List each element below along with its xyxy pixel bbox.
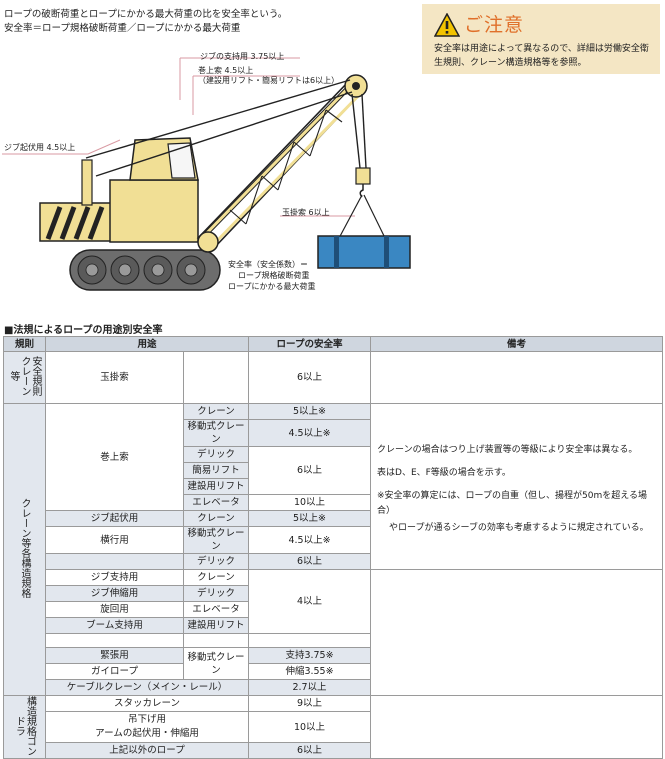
cell-cable-crane: ケーブルクレーン（メイン・レール） — [44, 679, 250, 696]
cell-blank — [45, 553, 184, 570]
table-row: 構造規格ゴンドラ スタッカレーン 9以上 — [3, 695, 664, 759]
cell-value: 10以上 — [248, 494, 372, 511]
cell-value: 6以上 — [248, 446, 372, 495]
group-crane-structure-rules: クレーン等各構造規格 — [3, 403, 46, 696]
cell-traverse: 横行用 — [45, 526, 184, 554]
cell-spacer — [45, 633, 184, 648]
cell-value: 伸縮3.55※ — [248, 663, 372, 680]
caution-title: ご注意 — [464, 14, 525, 36]
cell-value: 6以上 — [248, 553, 372, 570]
cell-crane: クレーン — [182, 510, 250, 527]
cell-mobile-crane: 移動式クレーン — [182, 419, 250, 447]
cell-value: 4以上 — [248, 569, 372, 634]
caution-text: 安全率は用途によって異なるので、詳細は労働安全衛生規則、クレーン構造規格等を参照… — [434, 44, 649, 68]
table-row: ジブ支持用 クレーン 4以上 — [4, 569, 664, 696]
table-row: 移動式クレーン 4.5以上※ — [4, 419, 663, 447]
table-row: ブーム支持用 建設用リフト — [4, 617, 663, 634]
cell-remarks-blank — [370, 351, 664, 404]
table-row: デリック 6以上 — [4, 446, 663, 495]
cell-value: 5以上※ — [248, 510, 372, 527]
cell-value: 9以上 — [248, 695, 372, 712]
cell-spacer — [182, 633, 250, 648]
cell-guy-rope: ガイロープ — [45, 663, 184, 680]
cell-mobile-crane: 移動式クレーン — [182, 647, 250, 680]
cell-simple-lift: 簡易リフト — [182, 462, 250, 479]
cell-hanging-line-1: 吊下げ用 — [128, 714, 167, 725]
table-row: 簡易リフト — [4, 462, 663, 479]
cell-value: 2.7以上 — [248, 679, 372, 696]
remark-2: 表はD、E、F等級の場合を示す。 — [377, 468, 511, 478]
cell-tamakake: 玉掛索 — [45, 351, 184, 404]
cell-construction-lift: 建設用リフト — [182, 478, 250, 495]
label-formula-2: ロープ規格破断荷重 — [238, 271, 310, 280]
section-title: ■法規によるロープの用途別安全率 — [4, 325, 163, 336]
cell-value: 4.5以上※ — [248, 419, 372, 447]
header-remarks: 備考 — [370, 336, 664, 352]
safety-factor-table: 規則 用途 ロープの安全率 備考 安全規則クレーン等 玉掛索 6以上 クレーン等… — [3, 336, 664, 759]
intro-line-2: 安全率＝ロープ規格破断荷重／ロープにかかる最大荷重 — [4, 23, 241, 34]
label-hoist-rope-note: （建設用リフト・簡易リフトは6以上） — [198, 76, 340, 85]
cell-construction-lift: 建設用リフト — [182, 617, 250, 634]
cell-spacer — [248, 633, 372, 648]
label-sling: 玉掛索 6以上 — [282, 208, 330, 217]
cell-boom-support: ブーム支持用 — [45, 617, 184, 634]
cell-value: 5以上※ — [248, 403, 372, 420]
label-hoist-rope: 巻上索 4.5以上 — [198, 66, 254, 75]
cell-value: 支持3.75※ — [248, 647, 372, 664]
cell-remarks-blank — [370, 695, 664, 759]
cell-other-ropes: 上記以外のロープ — [44, 742, 250, 759]
label-jib-support: ジブの支持用 3.75以上 — [200, 52, 285, 61]
table-header-row: 規則 用途 ロープの安全率 備考 — [3, 336, 664, 352]
remark-4: やロープが通るシーブの効率も考慮するように規定されている。 — [389, 523, 649, 533]
cell-makiage: 巻上索 — [45, 403, 184, 511]
cell-jib-support: ジブ支持用 — [45, 569, 184, 586]
cell-jib-extend: ジブ伸縮用 — [45, 585, 184, 602]
label-formula-3: ロープにかかる最大荷重 — [228, 282, 316, 291]
remark-1: クレーンの場合はつり上げ装置等の等級により安全率は異なる。 — [377, 445, 638, 455]
intro-line-1: ロープの破断荷重とロープにかかる最大荷重の比を安全率という。 — [4, 9, 288, 20]
cell-tension: 緊張用 — [45, 647, 184, 664]
cell-derrick: デリック — [182, 553, 250, 570]
crane-drawing — [2, 57, 411, 291]
cell-derrick: デリック — [182, 446, 250, 463]
table-row — [4, 633, 663, 648]
cell-slewing: 旋回用 — [45, 601, 184, 618]
cell-stacker: スタッカレーン — [44, 695, 250, 712]
cell-jib-raise: ジブ起伏用 — [45, 510, 184, 527]
cell-elevator: エレベータ — [182, 601, 250, 618]
cell-derrick: デリック — [182, 585, 250, 602]
label-formula-1: 安全率（安全係数）＝ — [228, 260, 308, 269]
header-use: 用途 — [44, 336, 250, 352]
remark-3: ※安全率の算定には、ロープの自重（但し、揚程が50mを超える場合） — [377, 491, 647, 516]
cell-crane: クレーン — [182, 569, 250, 586]
cell-value: 6以上 — [248, 351, 372, 404]
cell-blank — [182, 351, 250, 404]
cell-crane: クレーン — [182, 403, 250, 420]
cell-value: 6以上 — [248, 742, 372, 759]
warning-triangle-icon — [434, 13, 460, 37]
table-row: ジブ起伏用 クレーン 5以上※ — [4, 510, 663, 527]
remarks-cell: クレーンの場合はつり上げ装置等の等級により安全率は異なる。 表はD、E、F等級の… — [370, 403, 664, 570]
header-rule: 規則 — [3, 336, 46, 352]
label-jib-raise: ジブ起伏用 4.5以上 — [4, 143, 76, 152]
header-safety-factor: ロープの安全率 — [248, 336, 372, 352]
intro-text: ロープの破断荷重とロープにかかる最大荷重の比を安全率という。 安全率＝ロープ規格… — [4, 8, 287, 36]
table-row: デリック 6以上 — [4, 553, 663, 570]
cell-remarks-blank — [370, 569, 664, 696]
cell-elevator: エレベータ — [182, 494, 250, 511]
table-row: 安全規則クレーン等 玉掛索 6以上 — [3, 351, 664, 404]
group-crane-safety-rules: 安全規則クレーン等 — [3, 351, 46, 404]
group-gondola-structure-rules: 構造規格ゴンドラ — [3, 695, 46, 759]
table-row: クレーン等各構造規格 巻上索 クレーン 5以上※ クレーンの場合はつり上げ装置等… — [3, 403, 664, 696]
cell-value: 4.5以上※ — [248, 526, 372, 554]
crane-illustration: ジブの支持用 3.75以上 巻上索 4.5以上 （建設用リフト・簡易リフトは6以… — [0, 40, 430, 300]
table-row: ケーブルクレーン（メイン・レール） 2.7以上 — [4, 679, 663, 696]
cell-hanging-line-2: アームの起伏用・伸縮用 — [95, 728, 199, 739]
caution-box: ご注意 安全率は用途によって異なるので、詳細は労働安全衛生規則、クレーン構造規格… — [422, 4, 660, 74]
cell-mobile-crane: 移動式クレーン — [182, 526, 250, 554]
table-row: ガイロープ 伸縮3.55※ — [4, 663, 663, 680]
